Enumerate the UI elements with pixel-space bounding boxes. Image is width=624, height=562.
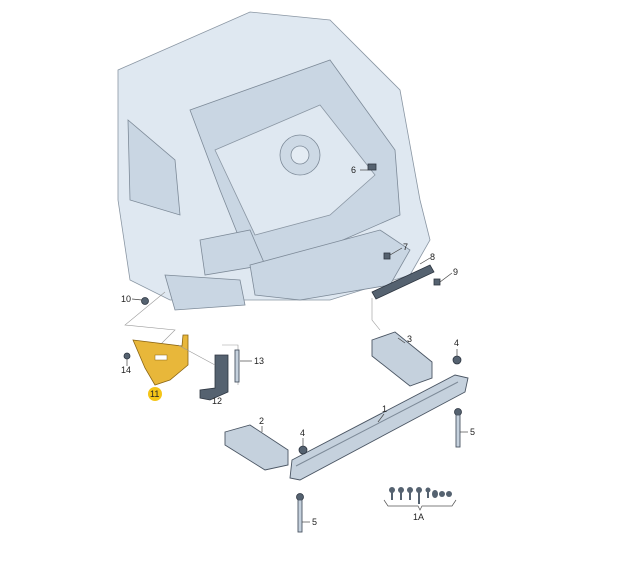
part-13-pin bbox=[234, 349, 252, 383]
car-rear-body bbox=[117, 11, 431, 311]
part-6-bolt bbox=[360, 163, 377, 171]
part-3-impact-absorber bbox=[371, 331, 433, 387]
part-10-nut bbox=[124, 291, 176, 346]
part-2-impact-absorber bbox=[224, 424, 289, 471]
part-8-bracket bbox=[371, 247, 453, 331]
part-12-bracket bbox=[177, 344, 239, 401]
part-4-nut-right bbox=[452, 349, 462, 365]
callout-4-left: 4 bbox=[300, 428, 305, 438]
part-5-bolt-left bbox=[296, 493, 310, 533]
part-11-bracket-highlighted bbox=[132, 334, 189, 386]
callout-5-left: 5 bbox=[312, 517, 317, 527]
callout-10: 10 bbox=[121, 294, 131, 304]
callout-7: 7 bbox=[403, 242, 408, 252]
callout-labels: 10 6 7 8 9 14 11 12 13 3 4 2 1 5 4 5 1A bbox=[121, 165, 475, 527]
callout-6: 6 bbox=[351, 165, 356, 175]
part-14-screw bbox=[123, 352, 131, 366]
part-4-nut-left bbox=[298, 438, 308, 455]
callout-2: 2 bbox=[259, 416, 264, 426]
callout-8: 8 bbox=[430, 252, 435, 262]
callout-12: 12 bbox=[212, 396, 222, 406]
callout-4-right: 4 bbox=[454, 338, 459, 348]
callout-11-highlight bbox=[148, 387, 162, 401]
callout-14: 14 bbox=[121, 365, 131, 375]
part-5-bolt-right bbox=[454, 408, 468, 448]
callout-3: 3 bbox=[407, 334, 412, 344]
callout-5-right: 5 bbox=[470, 427, 475, 437]
callout-11: 11 bbox=[150, 389, 159, 399]
part-1a-fastener-kit bbox=[383, 487, 457, 511]
callout-1a: 1A bbox=[413, 512, 424, 522]
callout-13: 13 bbox=[254, 356, 264, 366]
callout-1: 1 bbox=[382, 404, 387, 414]
part-1-bumper-beam bbox=[289, 374, 469, 481]
callout-9: 9 bbox=[453, 267, 458, 277]
